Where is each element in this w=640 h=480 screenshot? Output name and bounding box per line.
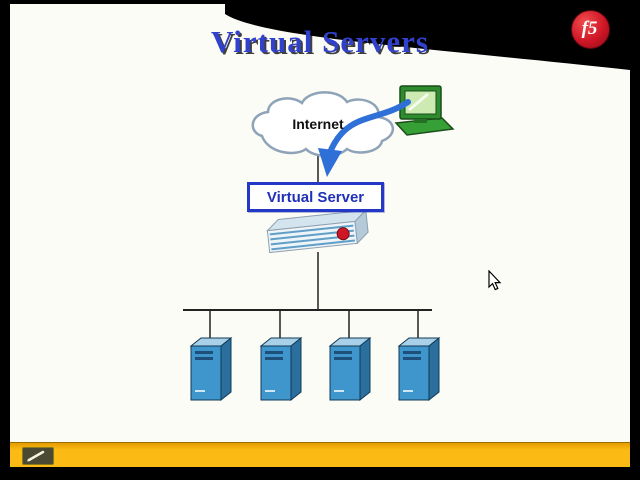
presentation-slide: Virtual Servers f5 [10,4,630,467]
bottom-toolbar [10,442,630,467]
swoosh-shape [225,4,630,70]
pen-tool-button[interactable] [22,447,54,465]
client-computer-icon [394,85,455,136]
slide-header-swoosh [225,4,630,70]
f5-logo-icon: f5 [571,10,610,49]
appliance-f5-badge [336,227,350,241]
server-drop-lines [209,310,419,338]
slide-title: Virtual Servers [211,24,429,59]
virtual-server-box: Virtual Server [247,182,384,212]
bigip-appliance-icon [266,209,369,254]
f5-logo-text: f5 [581,18,598,39]
server-tower [397,336,441,402]
pencil-icon [27,450,45,462]
server-tower [189,336,233,402]
server-tower [328,336,372,402]
mouse-cursor-icon [488,270,502,291]
network-diagram [183,85,455,402]
server-tower [259,336,303,402]
traffic-arrow-icon [318,99,411,177]
internet-label: Internet [292,116,344,132]
virtual-server-label: Virtual Server [266,188,365,206]
